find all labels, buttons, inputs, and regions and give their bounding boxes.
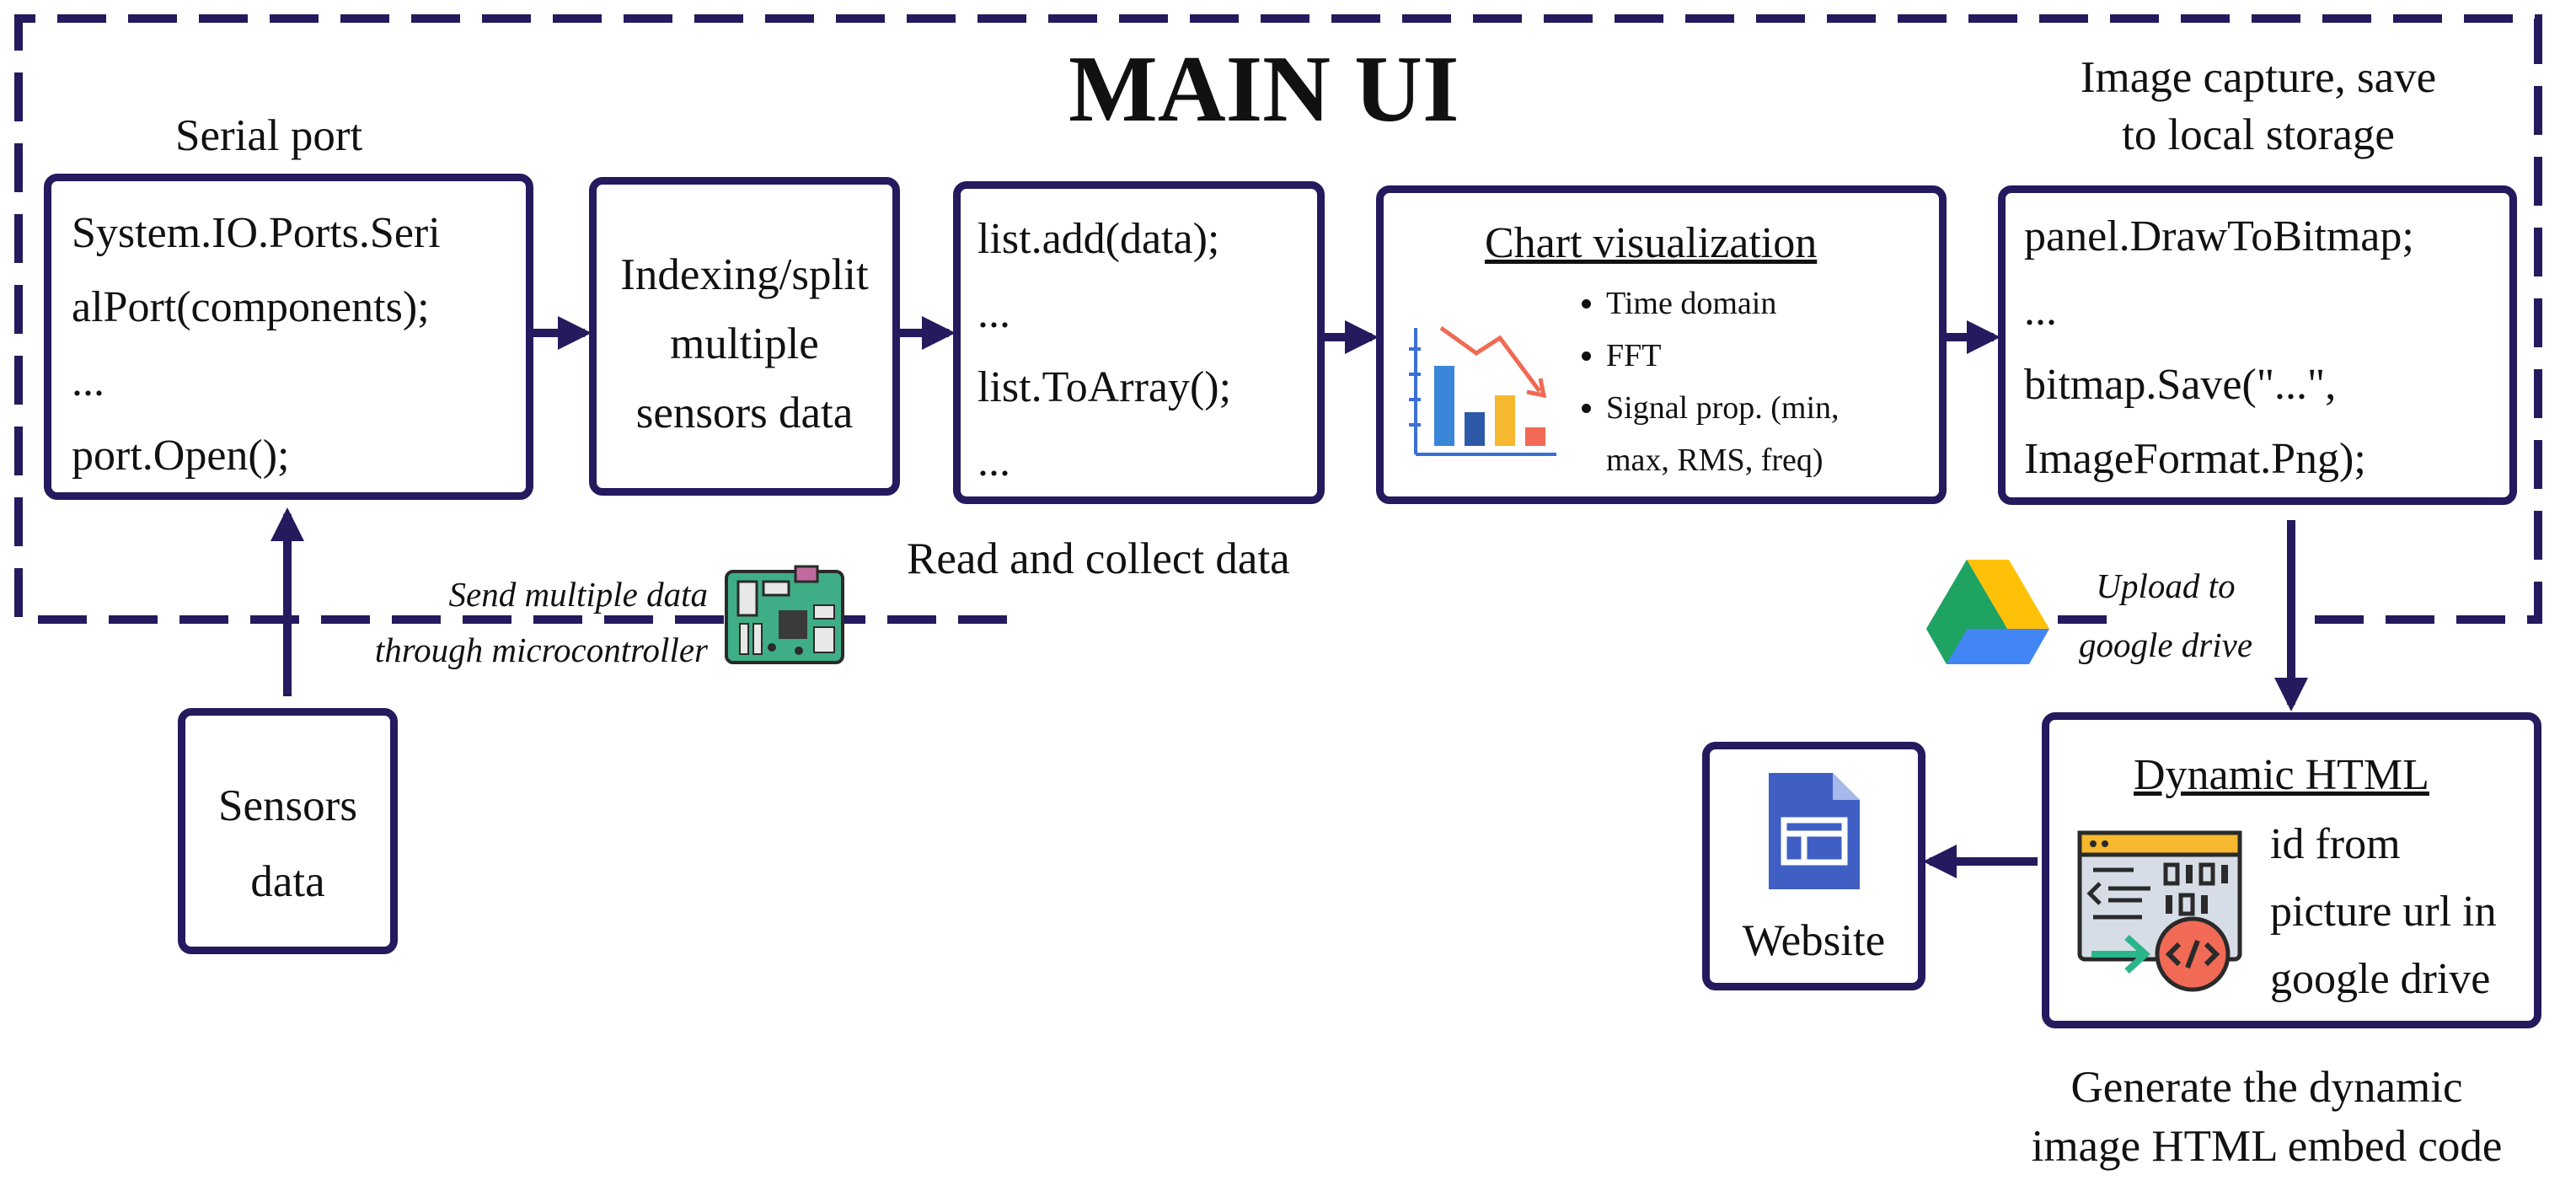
- collect-code-line-1: list.add(data);: [977, 215, 1220, 263]
- chart-visualization-title: Chart visualization: [1485, 219, 1818, 267]
- serial-code-line-1: System.IO.Ports.Seri: [72, 209, 441, 257]
- dynamic-html-caption-line-2: image HTML embed code: [2031, 1122, 2503, 1171]
- dynamic-html-line-3: google drive: [2270, 955, 2491, 1003]
- upload-note-line-1: Upload to: [2096, 566, 2236, 605]
- upload-note: Upload to google drive: [2048, 556, 2284, 674]
- capture-code-line-4: ImageFormat.Png);: [2024, 435, 2366, 483]
- main-ui-dashed-frame: [14, 14, 2542, 624]
- indexing-line-3: sensors data: [635, 389, 854, 437]
- website-box: Website: [1702, 742, 1925, 990]
- bar-chart-icon: [1409, 325, 1556, 456]
- chart-bullet-time-domain: Time domain: [1606, 277, 1840, 330]
- sensors-line-2: data: [250, 857, 325, 906]
- circuit-board-icon: [725, 565, 844, 664]
- capture-code-line-3: bitmap.Save("...",: [2024, 361, 2337, 409]
- dynamic-html-box: Dynamic HTML id from picture url in goog…: [2042, 712, 2541, 1028]
- image-capture-caption-line-2: to local storage: [2122, 110, 2395, 159]
- dynamic-html-title: Dynamic HTML: [2134, 751, 2429, 799]
- collect-code-line-3: list.ToArray();: [977, 363, 1232, 411]
- microcontroller-note-line-1: Send multiple data: [448, 575, 708, 614]
- dynamic-html-line-2: picture url in: [2270, 888, 2497, 936]
- image-capture-caption-line-1: Image capture, save: [2080, 53, 2437, 102]
- collect-code-line-2: ...: [977, 289, 1010, 337]
- indexing-line-2: multiple: [670, 319, 819, 368]
- web-document-icon: [1769, 773, 1860, 889]
- serial-code-line-2: alPort(components);: [72, 283, 430, 331]
- serial-port-box: System.IO.Ports.Seri alPort(components);…: [44, 174, 533, 500]
- microcontroller-note-line-2: through microcontroller: [374, 631, 708, 669]
- image-capture-caption: Image capture, save to local storage: [1980, 49, 2536, 164]
- dynamic-html-caption-line-1: Generate the dynamic: [2070, 1063, 2463, 1112]
- capture-code-line-2: ...: [2024, 287, 2057, 335]
- collect-code-line-4: ...: [977, 437, 1010, 486]
- chart-visualization-box: Chart visualization Time domain FFT Sign…: [1376, 185, 1947, 504]
- google-drive-icon: [1926, 560, 2049, 664]
- collect-data-caption: Read and collect data: [907, 534, 1290, 583]
- serial-code-line-4: port.Open();: [72, 432, 290, 480]
- chart-bullet-signal-prop: Signal prop. (min,: [1606, 382, 1840, 434]
- microcontroller-note: Send multiple data through microcontroll…: [287, 566, 708, 678]
- serial-code-line-3: ...: [72, 357, 104, 405]
- chart-bullet-fft: FFT: [1606, 330, 1840, 382]
- capture-code-line-1: panel.DrawToBitmap;: [2024, 212, 2414, 260]
- code-window-icon: [2077, 830, 2242, 992]
- chart-bullet-signal-prop-cont: max, RMS, freq): [1606, 443, 1824, 478]
- sensors-line-1: Sensors: [218, 781, 357, 830]
- indexing-box: Indexing/split multiple sensors data: [589, 177, 900, 496]
- sensors-data-box: Sensors data: [178, 708, 398, 954]
- serial-port-caption: Serial port: [175, 111, 363, 160]
- indexing-line-1: Indexing/split: [620, 250, 869, 299]
- collect-data-box: list.add(data); ... list.ToArray(); ...: [953, 181, 1325, 504]
- upload-note-line-2: google drive: [2078, 625, 2253, 664]
- website-label: Website: [1742, 916, 1886, 965]
- dynamic-html-caption: Generate the dynamic image HTML embed co…: [1963, 1058, 2570, 1176]
- image-capture-box: panel.DrawToBitmap; ... bitmap.Save("...…: [1998, 185, 2517, 505]
- dynamic-html-line-1: id from: [2270, 820, 2401, 868]
- main-ui-title: MAIN UI: [1068, 37, 1459, 142]
